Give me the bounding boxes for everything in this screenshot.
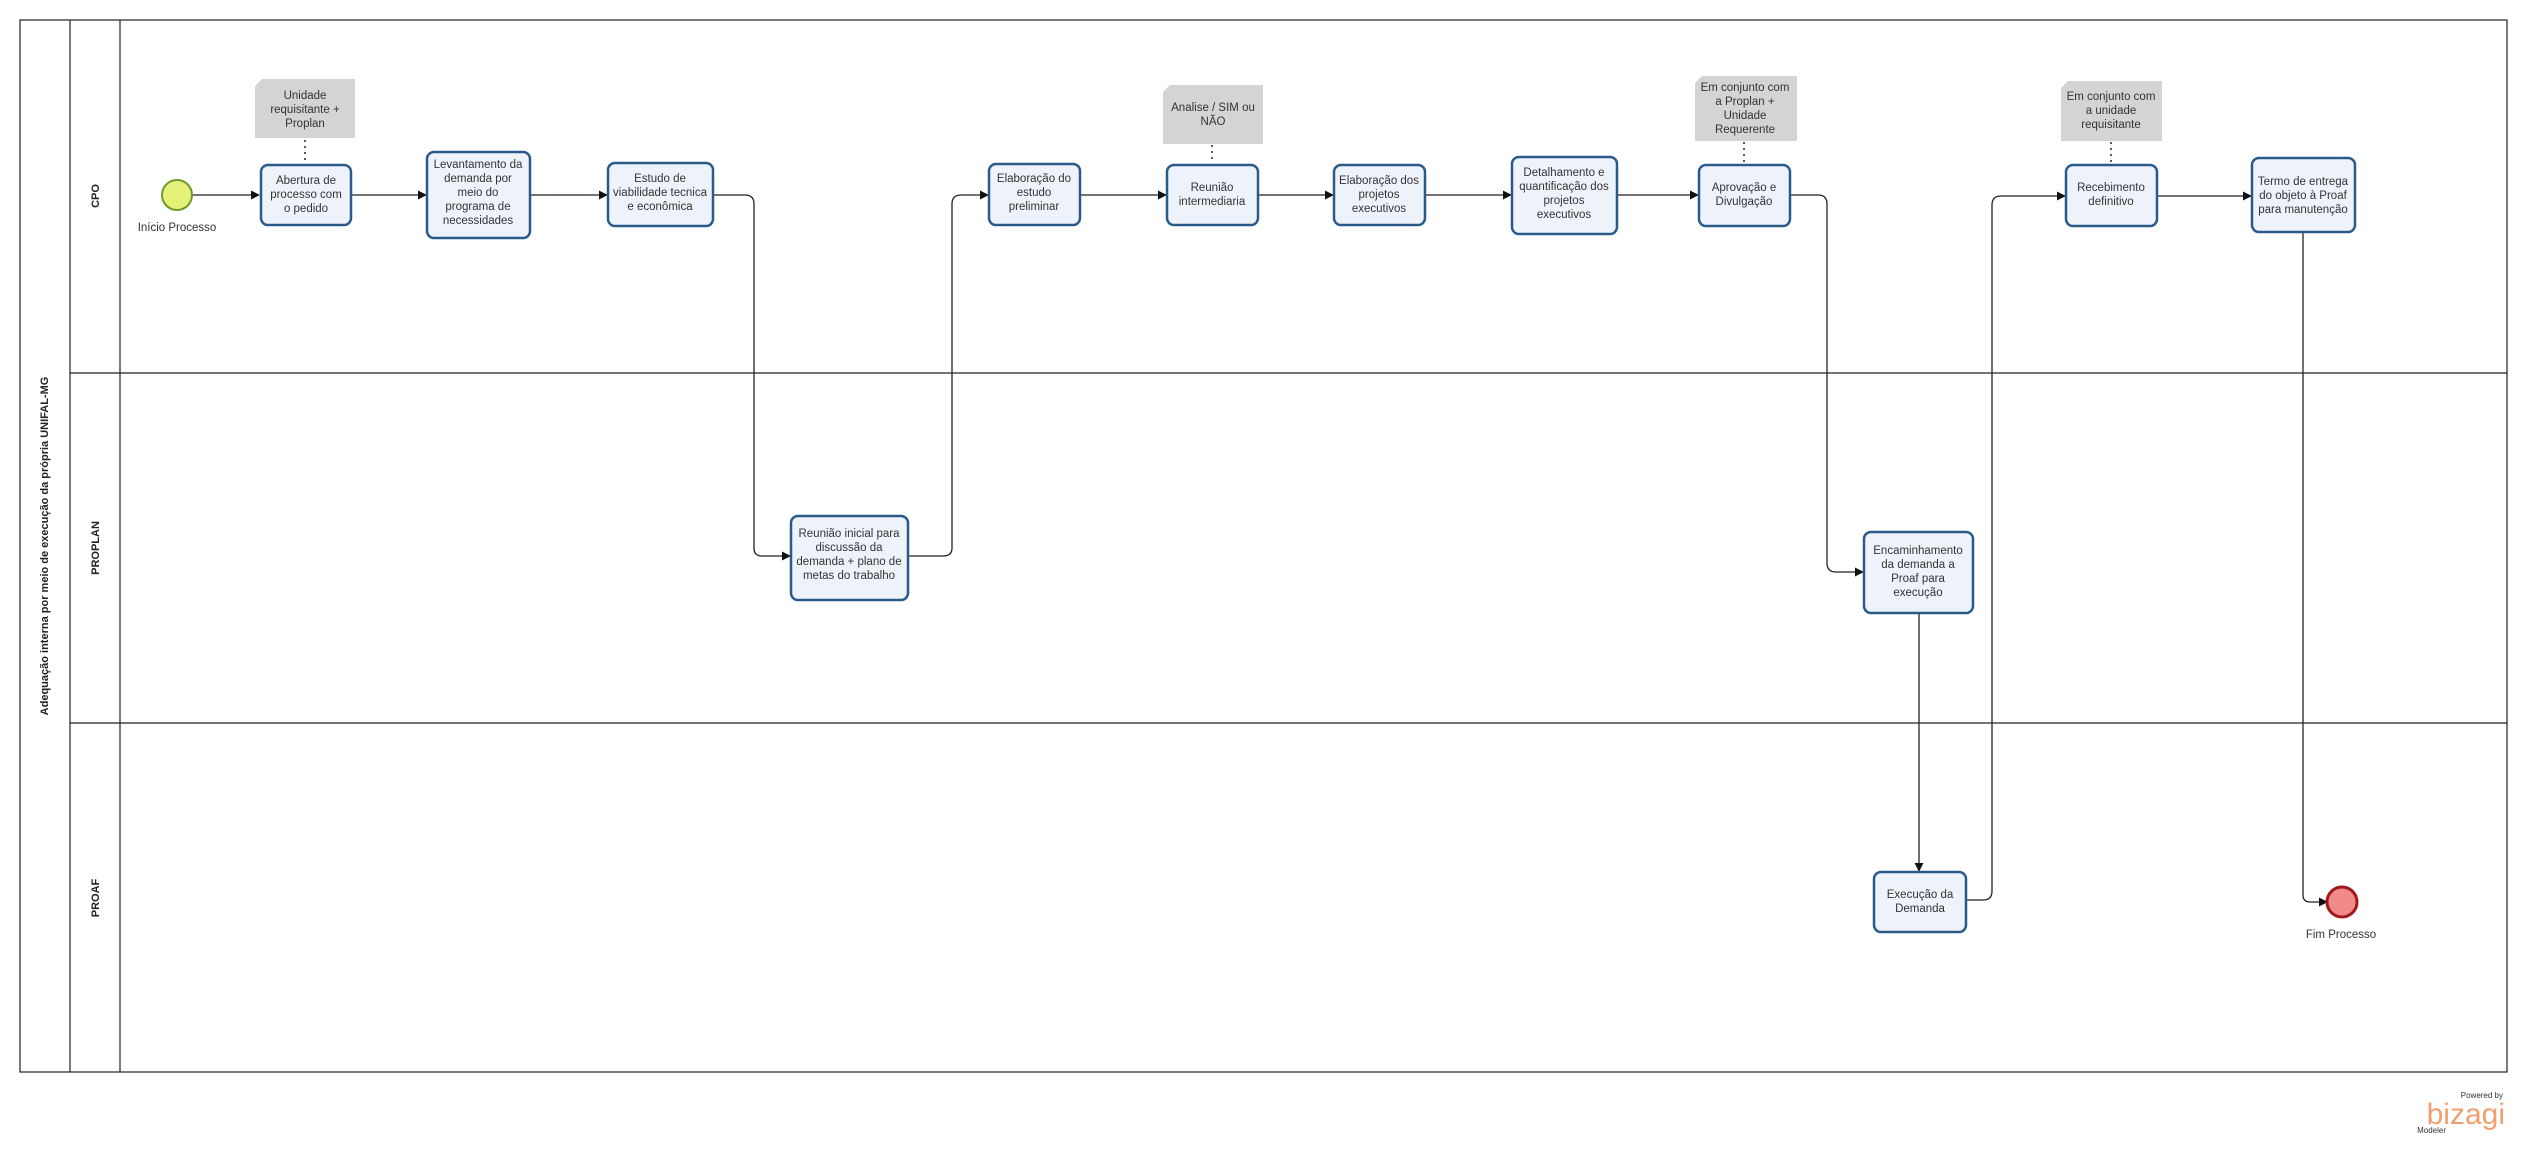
task-label: Proaf para — [1891, 573, 1945, 585]
task-label: meio do — [458, 187, 499, 199]
task-label: Divulgação — [1716, 196, 1773, 208]
modeler-text: Modeler — [2417, 1126, 2446, 1135]
task-label: Detalhamento e — [1523, 167, 1604, 179]
annotations: Unidade requisitante + Proplan Analise /… — [255, 76, 2162, 144]
task-label: projetos — [1544, 195, 1585, 207]
task-estudo-viabilidade[interactable]: Estudo de viabilidade tecnica e econômic… — [606, 161, 715, 228]
annotation-line: Em conjunto com — [1701, 82, 1790, 94]
task-label: Termo de entrega — [2258, 176, 2349, 188]
annotation-line: a Proplan + — [1715, 96, 1774, 108]
annotation-line: requisitante + — [270, 104, 340, 116]
lane-title-proaf: PROAF — [90, 878, 102, 917]
lane-title-cpo: CPO — [90, 184, 102, 208]
task-label: Reunião — [1191, 182, 1234, 194]
task-label: demanda por — [444, 173, 512, 185]
end-event-circle[interactable] — [2325, 885, 2359, 919]
task-abertura[interactable]: Abertura de processo com o pedido — [259, 163, 353, 227]
pool-border — [19, 19, 2508, 1073]
task-encaminhamento[interactable]: Encaminhamento da demanda a Proaf para e… — [1862, 530, 1975, 615]
powered-by-text: Powered by — [2461, 1091, 2503, 1100]
annotation-conjunto-unidade: Em conjunto com a unidade requisitante — [2061, 81, 2162, 141]
task-label: Recebimento — [2077, 182, 2145, 194]
start-event[interactable]: Início Processo — [138, 179, 217, 234]
task-label: demanda + plano de — [796, 556, 901, 568]
end-event-label: Fim Processo — [2306, 929, 2376, 941]
task-label: do objeto à Proaf — [2259, 190, 2347, 202]
annotation-conjunto-proplan: Em conjunto com a Proplan + Unidade Requ… — [1695, 76, 1797, 141]
end-event[interactable]: Fim Processo — [2306, 885, 2376, 941]
task-reuniao-intermediaria[interactable]: Reunião intermediaria — [1165, 163, 1260, 227]
task-label: execução — [1893, 587, 1942, 599]
task-termo-entrega[interactable]: Termo de entrega do objeto à Proaf para … — [2250, 156, 2357, 234]
bizagi-logo: bizagi — [2427, 1098, 2505, 1131]
task-label: Execução da — [1887, 889, 1954, 901]
flow-execucao-recebimento — [1966, 191, 2066, 901]
task-label: intermediaria — [1179, 196, 1246, 208]
annotation-line: Proplan — [285, 118, 325, 130]
task-label: processo com — [270, 189, 342, 201]
task-projetos-executivos[interactable]: Elaboração dos projetos executivos — [1332, 163, 1427, 227]
task-label: Levantamento da — [434, 159, 523, 171]
annotation-analise: Analise / SIM ou NÃO — [1163, 85, 1263, 144]
start-event-circle[interactable] — [161, 179, 193, 211]
pool-title: Adequação interna por meio de execução d… — [39, 377, 51, 716]
task-label: preliminar — [1009, 201, 1060, 213]
pool: Adequação interna por meio de execução d… — [19, 19, 2508, 1073]
task-label: Abertura de — [276, 175, 336, 187]
annotation-line: Unidade — [1724, 110, 1767, 122]
task-label: definitivo — [2088, 196, 2133, 208]
annotation-unidade: Unidade requisitante + Proplan — [255, 79, 355, 138]
task-label: o pedido — [284, 203, 328, 215]
task-label: programa de — [445, 201, 510, 213]
task-estudo-preliminar[interactable]: Elaboração do estudo preliminar — [987, 162, 1082, 227]
task-label: Aprovação e — [1712, 182, 1777, 194]
task-label: Elaboração do — [997, 173, 1071, 185]
task-label: Elaboração dos — [1339, 175, 1419, 187]
annotation-line: requisitante — [2081, 119, 2140, 131]
sequence-flows — [192, 190, 2328, 907]
flow-termo-end — [2302, 232, 2328, 907]
task-detalhamento[interactable]: Detalhamento e quantificação dos projeto… — [1510, 155, 1619, 236]
task-label: Encaminhamento — [1873, 545, 1963, 557]
task-execucao[interactable]: Execução da Demanda — [1872, 870, 1968, 934]
task-label: Estudo de — [634, 173, 686, 185]
annotation-line: Requerente — [1715, 124, 1775, 136]
task-levantamento[interactable]: Levantamento da demanda por meio do prog… — [425, 150, 532, 240]
task-label: metas do trabalho — [803, 570, 895, 582]
bizagi-branding: Powered by bizagi Modeler — [2417, 1091, 2505, 1135]
task-recebimento[interactable]: Recebimento definitivo — [2064, 163, 2159, 228]
task-label: para manutenção — [2258, 204, 2348, 216]
task-label: executivos — [1352, 203, 1407, 215]
task-label: e econômica — [627, 201, 693, 213]
task-label: discussão da — [815, 542, 883, 554]
start-event-label: Início Processo — [138, 222, 217, 234]
lane-title-proplan: PROPLAN — [90, 521, 102, 575]
flow-estudo-reuniao-inicial — [713, 194, 791, 561]
task-label: projetos — [1359, 189, 1400, 201]
task-label: Demanda — [1895, 903, 1945, 915]
task-label: executivos — [1537, 209, 1592, 221]
task-label: Reunião inicial para — [798, 528, 900, 540]
task-label: viabilidade tecnica — [613, 187, 708, 199]
flow-reuniao-inicial-preliminar — [908, 190, 989, 557]
annotation-line: a unidade — [2086, 105, 2137, 117]
annotation-line: Analise / SIM ou — [1171, 102, 1255, 114]
task-label: estudo — [1017, 187, 1052, 199]
flow-aprovacao-encaminhamento — [1790, 194, 1864, 577]
task-label: quantificação dos — [1519, 181, 1609, 193]
associations — [304, 140, 2112, 163]
annotation-line: Unidade — [284, 90, 327, 102]
task-label: da demanda a — [1881, 559, 1955, 571]
task-label: necessidades — [443, 215, 514, 227]
task-reuniao-inicial[interactable]: Reunião inicial para discussão da demand… — [789, 514, 910, 602]
task-aprovacao[interactable]: Aprovação e Divulgação — [1697, 163, 1792, 228]
annotation-line: Em conjunto com — [2067, 91, 2156, 103]
annotation-line: NÃO — [1201, 115, 1226, 128]
